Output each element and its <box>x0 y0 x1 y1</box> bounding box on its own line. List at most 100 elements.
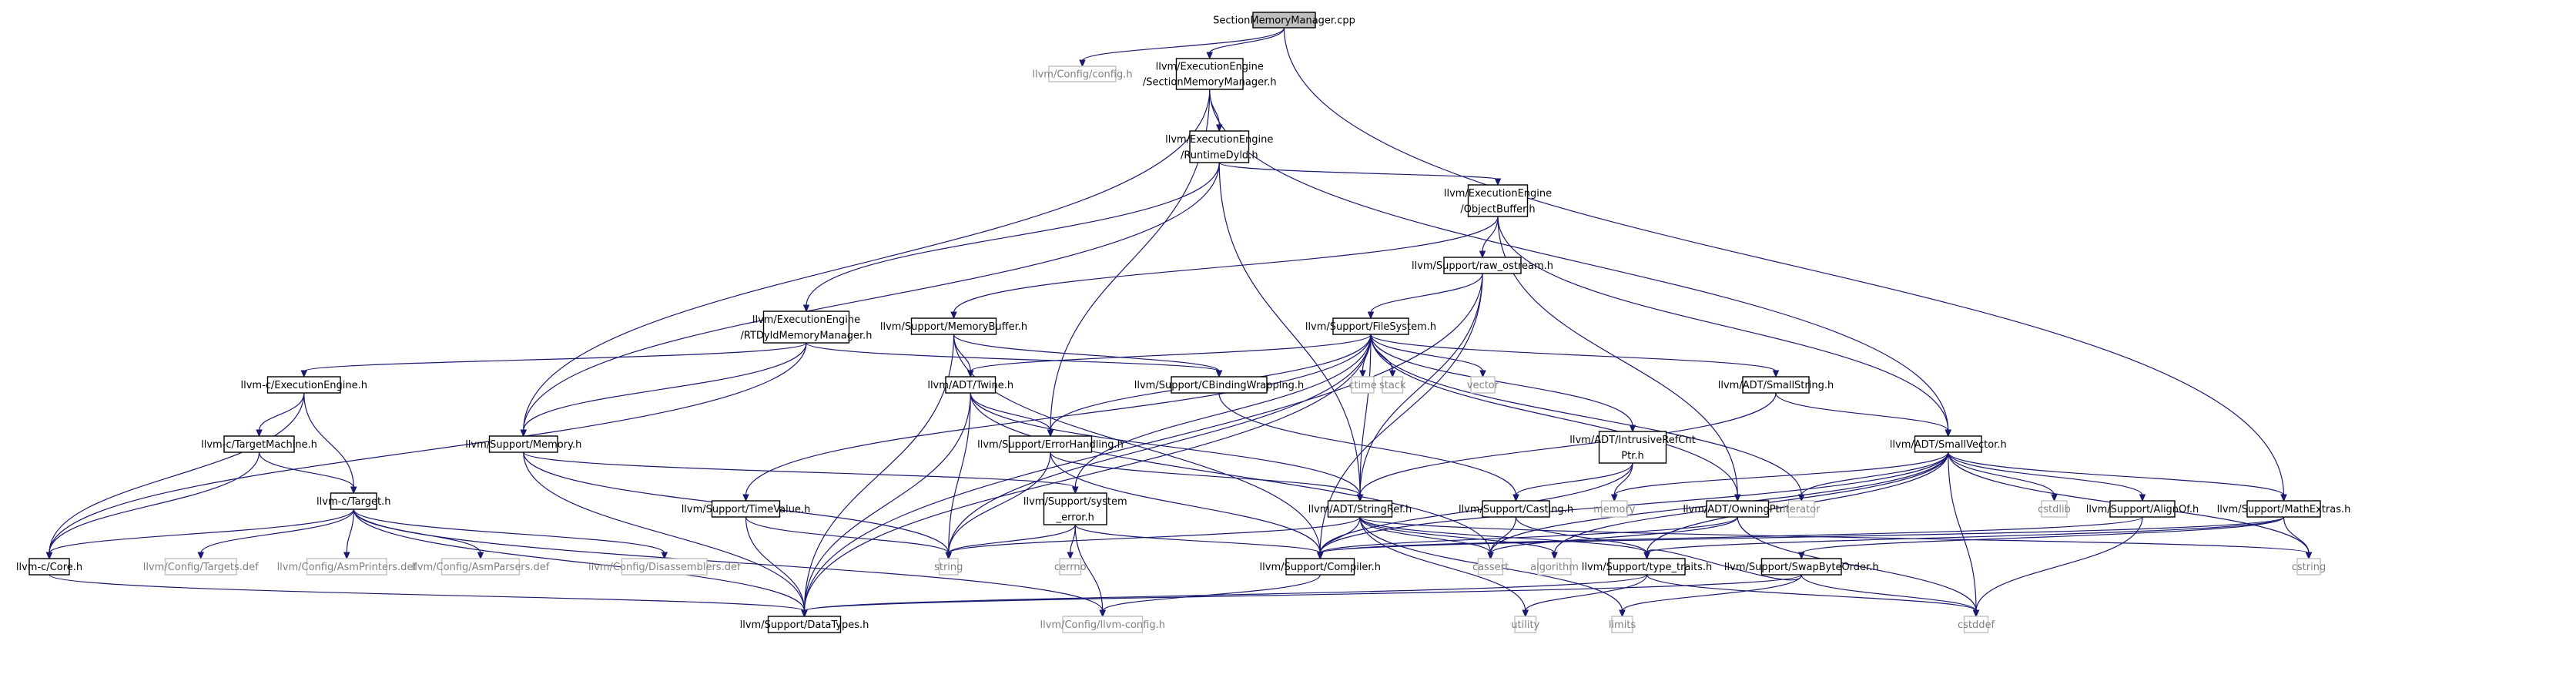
edge-line <box>1621 574 1802 612</box>
graph-node-smallvec[interactable]: llvm/ADT/SmallVector.h <box>1890 435 2007 453</box>
graph-node-cstddef[interactable]: cstddef <box>1958 616 1995 633</box>
graph-node-disasm[interactable]: llvm/Config/Disassemblers.def <box>588 558 741 576</box>
graph-node-smallstr[interactable]: llvm/ADT/SmallString.h <box>1718 376 1834 394</box>
graph-node-cstring[interactable]: cstring <box>2292 558 2326 576</box>
node-label: llvm/Support/SwapByteOrder.h <box>1724 562 1879 573</box>
graph-node-target[interactable]: llvm-c/Target.h <box>317 492 390 510</box>
edge-line <box>346 509 354 554</box>
graph-node-limits[interactable]: limits <box>1609 616 1636 633</box>
graph-node-utility[interactable]: utility <box>1511 616 1540 633</box>
graph-node-asmparsers[interactable]: llvm/Config/AsmParsers.def <box>412 558 550 576</box>
graph-node-alignof[interactable]: llvm/Support/AlignOf.h <box>2086 500 2199 518</box>
edge-arrowhead <box>1945 429 1952 438</box>
graph-node-fs[interactable]: llvm/Support/FileSystem.h <box>1305 317 1436 335</box>
graph-node-syserr[interactable]: llvm/Support/system_error.h <box>1023 492 1127 525</box>
graph-node-ownptr[interactable]: llvm/ADT/OwningPtr.h <box>1683 500 1792 518</box>
node-label: llvm/Config/Targets.def <box>143 562 259 573</box>
graph-node-config[interactable]: llvm/Config/config.h <box>1032 65 1133 82</box>
edge-arrowhead <box>350 486 357 495</box>
graph-node-timeval[interactable]: llvm/Support/TimeValue.h <box>682 500 811 518</box>
edge-root-config <box>1079 27 1285 68</box>
graph-node-string[interactable]: string <box>934 558 963 576</box>
edge-memory-syserr <box>523 451 1079 495</box>
edge-line <box>303 392 354 488</box>
edge-arrowhead <box>1359 370 1366 378</box>
graph-node-vector[interactable]: vector <box>1467 376 1499 394</box>
graph-node-cerrno[interactable]: cerrno <box>1054 558 1087 576</box>
edge-twine-datatypes <box>801 392 971 618</box>
edge-line <box>1359 392 1777 496</box>
edge-line <box>1319 462 1633 554</box>
graph-node-root[interactable]: SectionMemoryManager.cpp <box>1213 12 1355 29</box>
graph-node-rtmm[interactable]: llvm/ExecutionEngine/RTDyldMemoryManager… <box>740 310 873 344</box>
graph-node-cstdlib[interactable]: cstdlib <box>2038 500 2071 518</box>
edge-rawos-fs <box>1367 273 1483 320</box>
edge-line <box>1319 516 1361 554</box>
graph-node-membuf[interactable]: llvm/Support/MemoryBuffer.h <box>880 317 1027 335</box>
edge-line <box>1074 524 1321 554</box>
edge-line <box>1359 273 1483 496</box>
edge-arrowhead <box>945 552 953 560</box>
node-label: llvm/ExecutionEngine <box>752 314 860 326</box>
edge-arrowhead <box>742 494 749 502</box>
graph-node-casting[interactable]: llvm/Support/Casting.h <box>1459 500 1573 518</box>
edge-line <box>1646 574 1977 612</box>
node-box <box>1062 616 1144 633</box>
node-box <box>1963 616 1989 633</box>
graph-node-ctime[interactable]: ctime <box>1348 376 1377 394</box>
edge-irc-casting <box>1512 462 1633 502</box>
graph-node-algorithm[interactable]: algorithm <box>1530 558 1579 576</box>
graph-node-rawos[interactable]: llvm/Support/raw_ostream.h <box>1412 257 1553 274</box>
node-label: llvm/Support/MathExtras.h <box>2217 504 2351 515</box>
edge-line <box>803 273 1483 612</box>
node-label: llvm/Config/AsmPrinters.def <box>277 562 417 573</box>
graph-node-objbuf[interactable]: llvm/ExecutionEngine/ObjectBuffer.h <box>1444 184 1552 217</box>
edge-smm-memory <box>520 89 1211 438</box>
graph-node-targets_def[interactable]: llvm/Config/Targets.def <box>143 558 259 576</box>
graph-node-twine[interactable]: llvm/ADT/Twine.h <box>927 376 1013 394</box>
edge-arrowhead <box>1619 609 1626 618</box>
edge-line <box>1370 334 1777 372</box>
node-label: /RuntimeDyld.h <box>1181 149 1258 161</box>
edge-line <box>806 342 1220 372</box>
graph-node-stringref[interactable]: llvm/ADT/StringRef.h <box>1308 500 1412 518</box>
graph-node-memory_std[interactable]: memory <box>1593 500 1636 518</box>
edge-arrowhead <box>1071 486 1079 495</box>
edge-ee-tm <box>256 392 305 438</box>
graph-node-cbw[interactable]: llvm/Support/CBindingWrapping.h <box>1134 376 1305 394</box>
graph-node-ee[interactable]: llvm-c/ExecutionEngine.h <box>240 376 367 394</box>
graph-node-stack[interactable]: stack <box>1379 376 1406 394</box>
edge-arrowhead <box>2305 552 2313 560</box>
edge-line <box>1074 334 1372 488</box>
edge-errh-stringref <box>1050 451 1364 502</box>
edge-line <box>806 162 1220 307</box>
edge-line <box>1081 27 1285 62</box>
node-box <box>938 558 959 576</box>
graph-node-mathx[interactable]: llvm/Support/MathExtras.h <box>2217 500 2351 518</box>
graph-node-rtdyld[interactable]: llvm/ExecutionEngine/RuntimeDyld.h <box>1165 130 1273 163</box>
graph-node-errh[interactable]: llvm/Support/ErrorHandling.h <box>977 435 1124 453</box>
graph-node-compiler[interactable]: llvm/Support/Compiler.h <box>1260 558 1381 576</box>
node-box <box>1760 558 1842 576</box>
edge-objbuf-rawos <box>1479 216 1499 259</box>
edge-mathx-cstring <box>2283 516 2313 560</box>
edge-smallvec-iterator <box>1797 451 1949 502</box>
graph-node-datatypes[interactable]: llvm/Support/DataTypes.h <box>740 616 869 633</box>
edge-ownptr-cassert <box>1487 516 1738 560</box>
graph-node-typetraits[interactable]: llvm/Support/type_traits.h <box>1582 558 1713 576</box>
graph-node-tm[interactable]: llvm-c/TargetMachine.h <box>201 435 317 453</box>
node-label: llvm/Support/FileSystem.h <box>1305 321 1436 333</box>
graph-node-smm[interactable]: llvm/ExecutionEngine/SectionMemoryManage… <box>1143 58 1277 90</box>
graph-node-llvmconfig[interactable]: llvm/Config/llvm-config.h <box>1040 616 1165 633</box>
graph-node-swapbyte[interactable]: llvm/Support/SwapByteOrder.h <box>1724 558 1879 576</box>
edge-fs-twine <box>966 334 1372 378</box>
graph-node-core[interactable]: llvm-c/Core.h <box>16 558 82 576</box>
graph-node-memory[interactable]: llvm/Support/Memory.h <box>465 435 581 453</box>
graph-node-cassert[interactable]: cassert <box>1472 558 1509 576</box>
graph-node-asmprinters[interactable]: llvm/Config/AsmPrinters.def <box>277 558 417 576</box>
edge-rtmm-ee <box>300 342 807 378</box>
node-label: llvm/ExecutionEngine <box>1156 62 1264 73</box>
graph-node-iterator[interactable]: iterator <box>1783 500 1821 518</box>
edge-mathx-typetraits <box>1643 516 2285 560</box>
